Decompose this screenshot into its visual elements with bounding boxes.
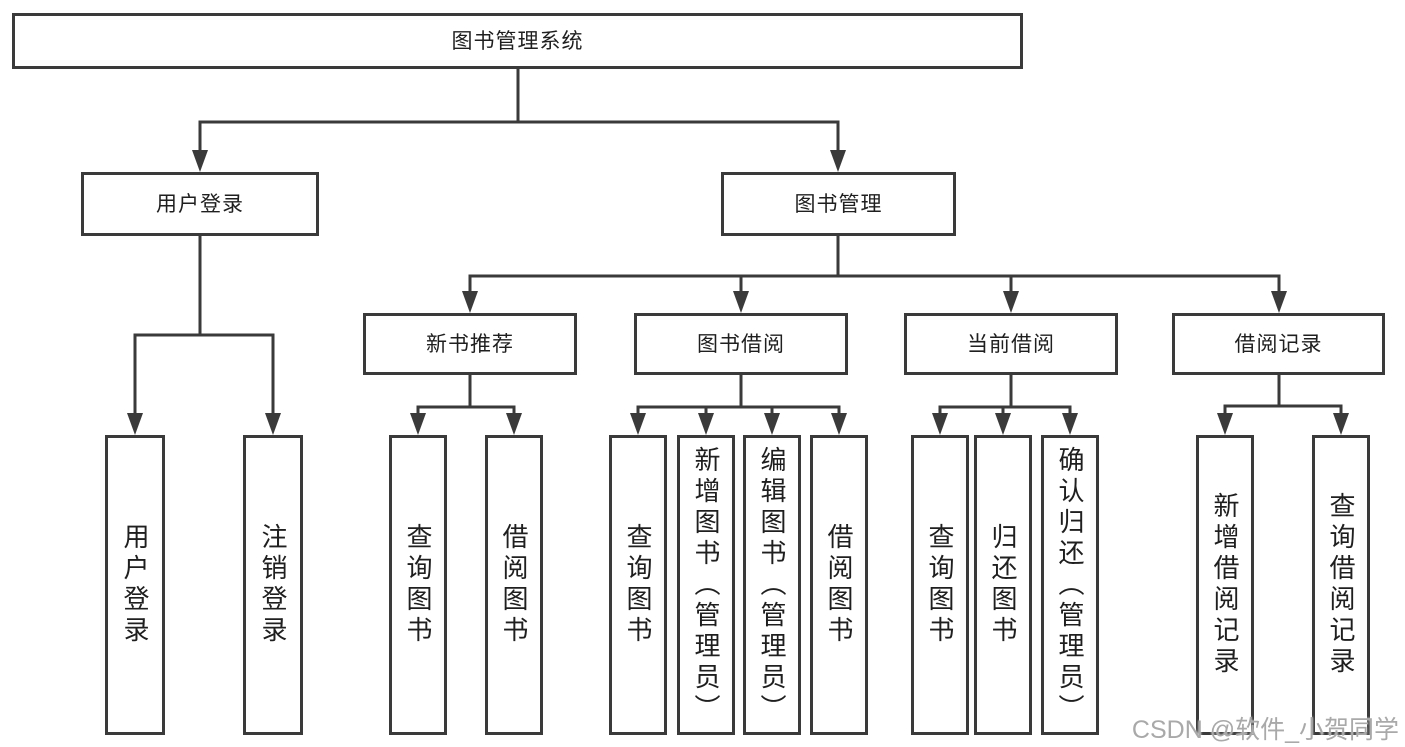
arrowhead [127, 413, 143, 435]
node-current-borrowing: 当前借阅 [904, 313, 1118, 375]
node-new-book-recommend: 新书推荐 [363, 313, 577, 375]
connector-book-management-to-level2 [468, 236, 1281, 293]
leaf-edit-books-admin: 编辑图书（管理员） [743, 435, 801, 735]
node-book-management: 图书管理 [721, 172, 956, 236]
leaf-query-books-current: 查询图书 [911, 435, 969, 735]
leaf-query-borrow-record: 查询借阅记录 [1312, 435, 1370, 735]
csdn-watermark: CSDN @软件_小贺同学 [1131, 716, 1399, 744]
leaf-logout: 注销登录 [243, 435, 303, 735]
arrowhead [192, 150, 208, 172]
arrowhead [1333, 413, 1349, 435]
arrowheads [127, 150, 1349, 435]
connector-current-borrowing-to-leaves [938, 375, 1072, 415]
leaf-query-books-borrowing: 查询图书 [609, 435, 667, 735]
connector-user-login-to-leaves [133, 236, 275, 415]
arrowhead [462, 291, 478, 313]
arrowhead [410, 413, 426, 435]
arrowhead [932, 413, 948, 435]
arrowhead [1217, 413, 1233, 435]
leaf-borrow-books-recommend: 借阅图书 [485, 435, 543, 735]
arrowhead [506, 413, 522, 435]
leaf-borrow-books-borrowing: 借阅图书 [810, 435, 868, 735]
arrowhead [630, 413, 646, 435]
arrowhead [265, 413, 281, 435]
leaf-add-books-admin: 新增图书（管理员） [677, 435, 735, 735]
node-book-borrowing: 图书借阅 [634, 313, 848, 375]
arrowhead [733, 291, 749, 313]
connector-new-book-recommend-to-leaves [416, 375, 516, 415]
connector-book-borrowing-to-leaves [636, 375, 841, 415]
arrowhead [1062, 413, 1078, 435]
arrowhead [764, 413, 780, 435]
leaf-return-books: 归还图书 [974, 435, 1032, 735]
arrowhead [1271, 291, 1287, 313]
arrowhead [831, 413, 847, 435]
node-user-login: 用户登录 [81, 172, 319, 236]
leaf-confirm-return-admin: 确认归还（管理员） [1041, 435, 1099, 735]
arrowhead [1003, 291, 1019, 313]
arrowhead [698, 413, 714, 435]
node-library-management-system: 图书管理系统 [12, 13, 1023, 69]
arrowhead [995, 413, 1011, 435]
node-borrowing-records: 借阅记录 [1172, 313, 1385, 375]
connector-borrowing-records-to-leaves [1223, 375, 1343, 415]
connector-root-to-level1 [198, 68, 840, 152]
leaf-query-books-recommend: 查询图书 [389, 435, 447, 735]
leaf-user-login: 用户登录 [105, 435, 165, 735]
arrowhead [830, 150, 846, 172]
leaf-add-borrow-record: 新增借阅记录 [1196, 435, 1254, 735]
